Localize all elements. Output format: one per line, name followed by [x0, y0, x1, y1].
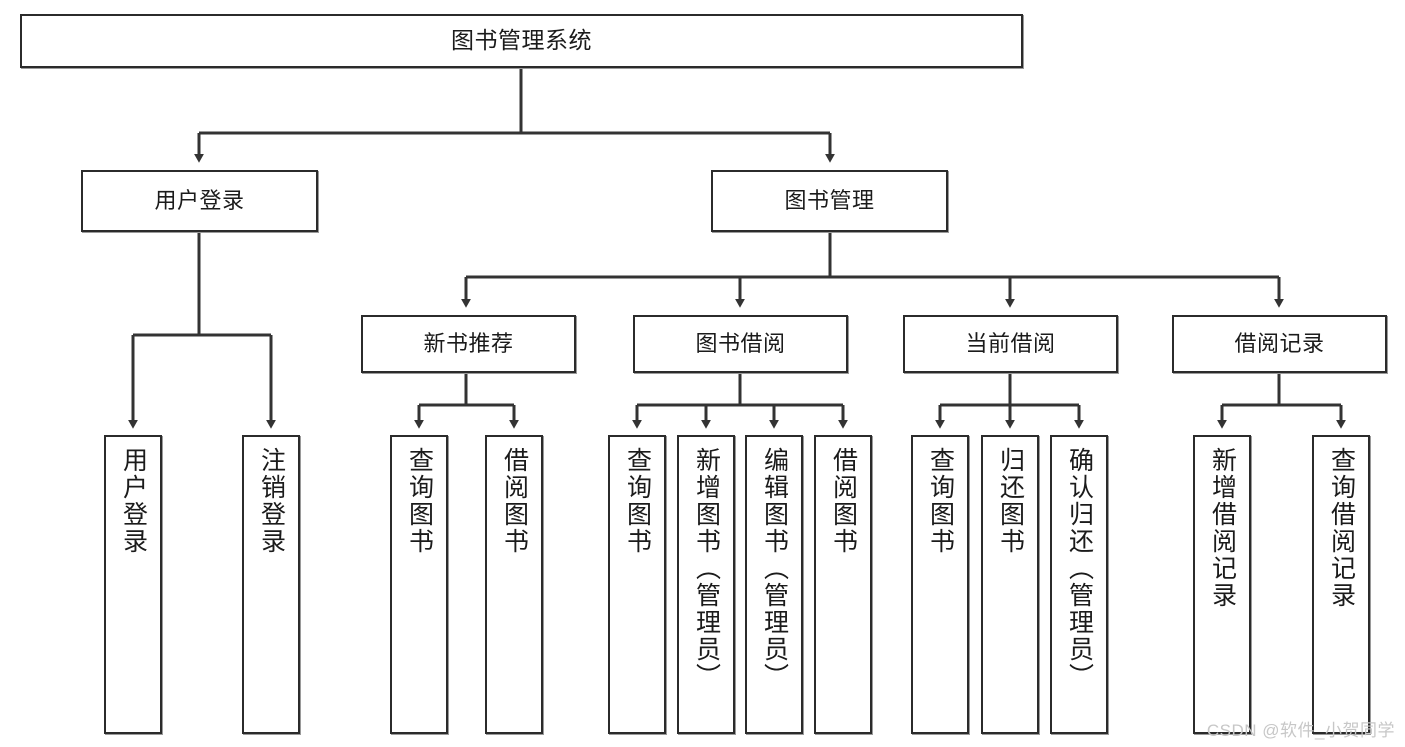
node-new-book-rec-label: 新书推荐 — [423, 330, 514, 356]
leaf-query-record-label: 查询借阅记录 — [1327, 447, 1356, 609]
leaf-query-book-3-label: 查询图书 — [926, 447, 955, 555]
node-book-borrow[interactable]: 图书借阅 — [633, 315, 848, 373]
node-borrow-record[interactable]: 借阅记录 — [1172, 315, 1387, 373]
leaf-add-record[interactable]: 新增借阅记录 — [1193, 435, 1251, 734]
leaf-query-book-1-label: 查询图书 — [405, 447, 434, 555]
leaf-query-book-2-label: 查询图书 — [623, 447, 652, 555]
leaf-logout[interactable]: 注销登录 — [242, 435, 300, 734]
leaf-query-book-1[interactable]: 查询图书 — [390, 435, 448, 734]
leaf-query-book-3[interactable]: 查询图书 — [911, 435, 969, 734]
leaf-query-book-2[interactable]: 查询图书 — [608, 435, 666, 734]
node-root-label: 图书管理系统 — [451, 27, 592, 54]
leaf-confirm-return-label: 确认归还（管理员） — [1065, 447, 1094, 690]
leaf-add-record-label: 新增借阅记录 — [1208, 447, 1237, 609]
leaf-borrow-book-1-label: 借阅图书 — [500, 447, 529, 555]
leaf-borrow-book-2-label: 借阅图书 — [829, 447, 858, 555]
node-root[interactable]: 图书管理系统 — [20, 14, 1023, 68]
node-book-borrow-label: 图书借阅 — [695, 330, 786, 356]
node-current-borrow-label: 当前借阅 — [965, 330, 1056, 356]
leaf-return-book-label: 归还图书 — [996, 447, 1025, 555]
leaf-edit-book[interactable]: 编辑图书（管理员） — [745, 435, 803, 734]
leaf-user-login[interactable]: 用户登录 — [104, 435, 162, 734]
leaf-logout-label: 注销登录 — [257, 447, 286, 555]
node-borrow-record-label: 借阅记录 — [1234, 330, 1325, 356]
leaf-borrow-book-1[interactable]: 借阅图书 — [485, 435, 543, 734]
leaf-add-book-label: 新增图书（管理员） — [692, 447, 721, 690]
node-book-manage-label: 图书管理 — [784, 187, 875, 213]
node-user-login-label: 用户登录 — [154, 187, 245, 213]
leaf-query-record[interactable]: 查询借阅记录 — [1312, 435, 1370, 734]
leaf-user-login-label: 用户登录 — [119, 447, 148, 555]
leaf-add-book[interactable]: 新增图书（管理员） — [677, 435, 735, 734]
node-user-login[interactable]: 用户登录 — [81, 170, 318, 232]
node-new-book-rec[interactable]: 新书推荐 — [361, 315, 576, 373]
node-current-borrow[interactable]: 当前借阅 — [903, 315, 1118, 373]
leaf-return-book[interactable]: 归还图书 — [981, 435, 1039, 734]
watermark: CSDN @软件_小贺同学 — [1206, 721, 1395, 740]
leaf-edit-book-label: 编辑图书（管理员） — [760, 447, 789, 690]
leaf-borrow-book-2[interactable]: 借阅图书 — [814, 435, 872, 734]
leaf-confirm-return[interactable]: 确认归还（管理员） — [1050, 435, 1108, 734]
node-book-manage[interactable]: 图书管理 — [711, 170, 948, 232]
